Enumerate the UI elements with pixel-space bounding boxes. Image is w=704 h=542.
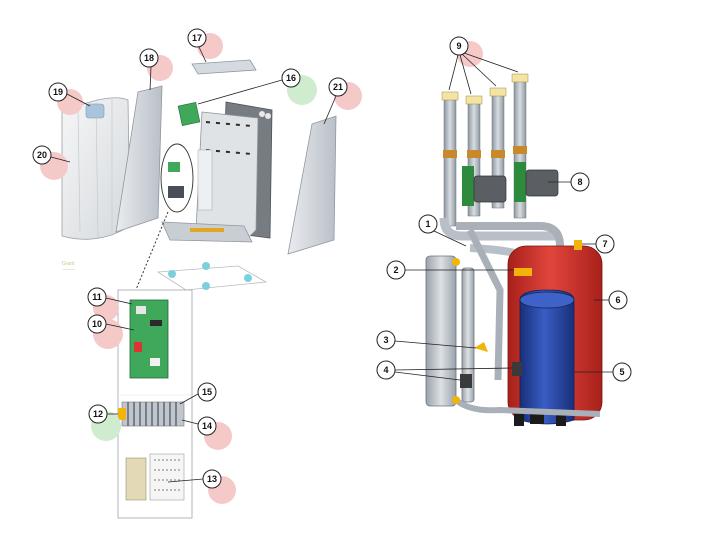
expansion-valve — [474, 342, 488, 352]
small-pcb — [177, 101, 201, 127]
pipe-1 — [443, 95, 457, 227]
base-plate — [156, 265, 268, 291]
svg-text:17: 17 — [192, 33, 202, 43]
svg-text:12: 12 — [93, 409, 103, 419]
callout-17 — [187, 28, 207, 48]
compressor — [519, 289, 575, 425]
callout-15 — [197, 382, 217, 402]
svg-text:21: 21 — [333, 82, 343, 92]
svg-text:14: 14 — [202, 421, 212, 431]
detail-zoom-ellipse — [160, 143, 194, 213]
svg-text:8: 8 — [577, 177, 582, 187]
svg-text:20: 20 — [37, 150, 47, 160]
right-assembly-view — [425, 73, 603, 426]
svg-text:19: 19 — [53, 87, 63, 97]
svg-text:3: 3 — [383, 335, 388, 345]
solenoid-valve — [460, 374, 472, 388]
faint-label-1: Grant — [62, 261, 75, 267]
svg-text:4: 4 — [383, 365, 388, 375]
callout-20 — [32, 145, 52, 165]
left-exploded-view: Grant -------- — [61, 59, 337, 519]
callout-11 — [87, 287, 107, 307]
svg-text:6: 6 — [615, 295, 620, 305]
svg-text:18: 18 — [144, 53, 154, 63]
leader-dashed — [134, 211, 169, 293]
svg-text:2: 2 — [393, 265, 398, 275]
top-cover — [191, 59, 257, 75]
svg-text:9: 9 — [456, 41, 461, 51]
svg-text:5: 5 — [619, 367, 624, 377]
side-panel-left — [115, 85, 163, 233]
svg-text:11: 11 — [92, 292, 102, 302]
callout-19 — [48, 82, 68, 102]
callout-16 — [281, 68, 301, 88]
svg-text:1: 1 — [425, 219, 430, 229]
main-pcb — [129, 299, 169, 379]
svg-text:15: 15 — [202, 387, 212, 397]
svg-text:13: 13 — [207, 474, 217, 484]
callout-21 — [328, 77, 348, 97]
left-callouts: 17 18 19 20 16 21 11 10 — [32, 28, 362, 504]
display-window — [85, 103, 105, 119]
svg-text:7: 7 — [602, 239, 607, 249]
callout-9 — [449, 36, 469, 56]
svg-text:10: 10 — [92, 319, 102, 329]
transformer — [125, 457, 147, 501]
terminal-strip — [121, 401, 185, 427]
callout-3 — [376, 330, 396, 350]
callout-1 — [418, 214, 438, 234]
circulator-pump-1 — [462, 166, 474, 206]
right-callouts: 9 8 1 7 2 6 3 4 5 — [376, 36, 632, 382]
faint-label-2: -------- — [62, 267, 76, 273]
callout-14 — [197, 416, 217, 436]
callout-18 — [139, 48, 159, 68]
svg-text:16: 16 — [286, 73, 296, 83]
circulator-pump-2 — [514, 162, 526, 202]
side-panel-right — [287, 115, 337, 255]
plate-heat-exchanger — [425, 255, 457, 407]
